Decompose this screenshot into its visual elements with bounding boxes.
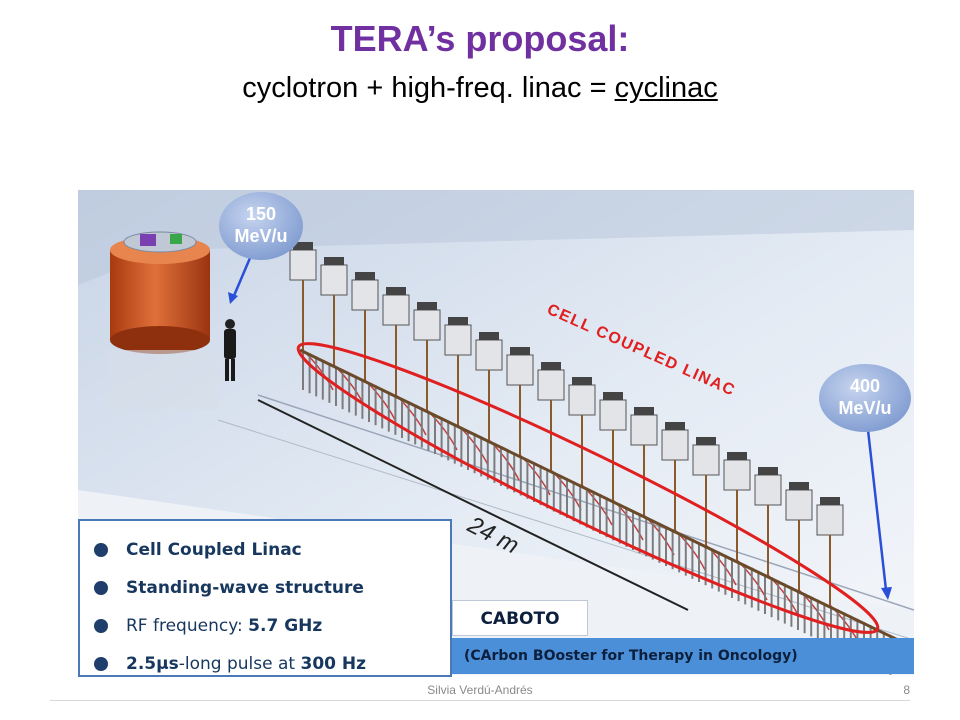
length-dimension-line [257,399,689,611]
bullet-dot [94,619,108,633]
energy-out-unit: MeV/u [838,398,891,418]
bullet-text: Cell Coupled Linac [126,540,302,560]
klystron-module [413,302,458,451]
bullet-dot [94,581,108,595]
beam-line [299,348,899,642]
bullet-text: Standing-wave structure [126,578,364,598]
bullet-rf-frequency: RF frequency: 5.7 GHz [94,607,450,645]
klystron-module [630,407,675,556]
energy-in-value: 150 [246,204,276,224]
page-number: 8 [903,683,910,697]
slide-subtitle: cyclotron + high-freq. linac = cyclinac [0,72,960,105]
klystron-module [320,257,365,406]
linac-cell-row [299,348,899,675]
person-silhouette-icon [224,319,236,381]
arrow-in [231,257,252,299]
subtitle-lead: cyclotron + high-freq. linac = [242,72,615,104]
bullet-value: 5.7 GHz [248,616,323,636]
footer-divider [50,700,910,701]
energy-in-unit: MeV/u [234,226,287,246]
klystron-module [599,392,644,541]
klystron-module [289,242,334,391]
arrow-out [866,429,888,591]
caboto-banner: (CArbon BOoster for Therapy in Oncology) [452,638,914,674]
bullet-value: 2.5μs [126,654,179,674]
bullet-text: RF frequency: [126,616,249,636]
klystron-module [475,332,520,481]
slide-title: TERA’s proposal: [330,18,630,59]
energy-in-bubble [219,192,303,260]
energy-out-bubble [819,364,911,432]
bullet-dot [94,657,108,671]
klystron-module [568,377,613,526]
klystron-module [382,287,427,436]
linac-highlight-ellipse [296,342,880,634]
footer-author: Silvia Verdú-Andrés [427,683,533,697]
bullet-cell-coupled: Cell Coupled Linac [94,531,450,569]
klystron-array [289,242,861,646]
bullet-text: -long pulse at [178,654,301,674]
bullet-pulse: 2.5μs-long pulse at 300 Hz [94,645,450,683]
bullet-value: 300 Hz [300,654,367,674]
klystron-module [785,482,830,631]
bullet-standing-wave: Standing-wave structure [94,569,450,607]
bullet-dot [94,543,108,557]
cyclotron-icon [108,231,218,410]
caboto-tab: CABOTO [452,600,588,636]
features-box: Cell Coupled Linac Standing-wave structu… [78,519,452,677]
klystron-module [537,362,582,511]
subtitle-term: cyclinac [614,72,718,104]
energy-out-value: 400 [850,376,880,396]
